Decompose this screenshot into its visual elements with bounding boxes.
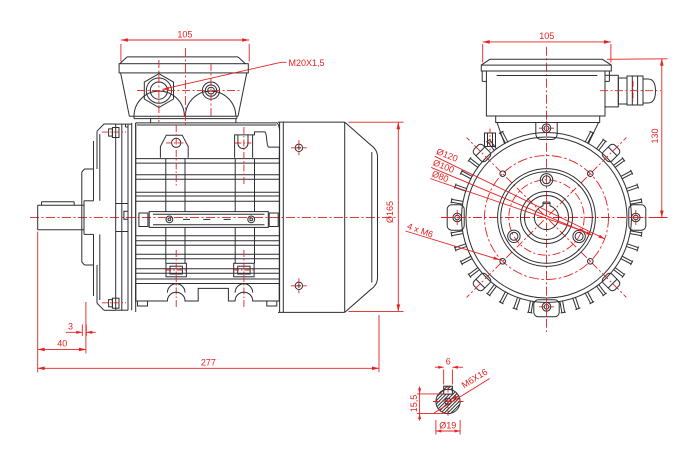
svg-text:Ø19: Ø19 <box>439 420 456 430</box>
svg-text:6: 6 <box>446 357 451 367</box>
svg-text:105: 105 <box>539 31 554 41</box>
svg-text:105: 105 <box>177 29 192 39</box>
svg-text:Ø165: Ø165 <box>385 201 395 223</box>
svg-text:3: 3 <box>68 322 73 332</box>
svg-text:M20X1,5: M20X1,5 <box>289 58 325 68</box>
svg-text:15,5: 15,5 <box>409 395 419 413</box>
svg-text:40: 40 <box>57 338 67 348</box>
svg-text:130: 130 <box>650 128 660 143</box>
svg-text:277: 277 <box>201 357 216 367</box>
